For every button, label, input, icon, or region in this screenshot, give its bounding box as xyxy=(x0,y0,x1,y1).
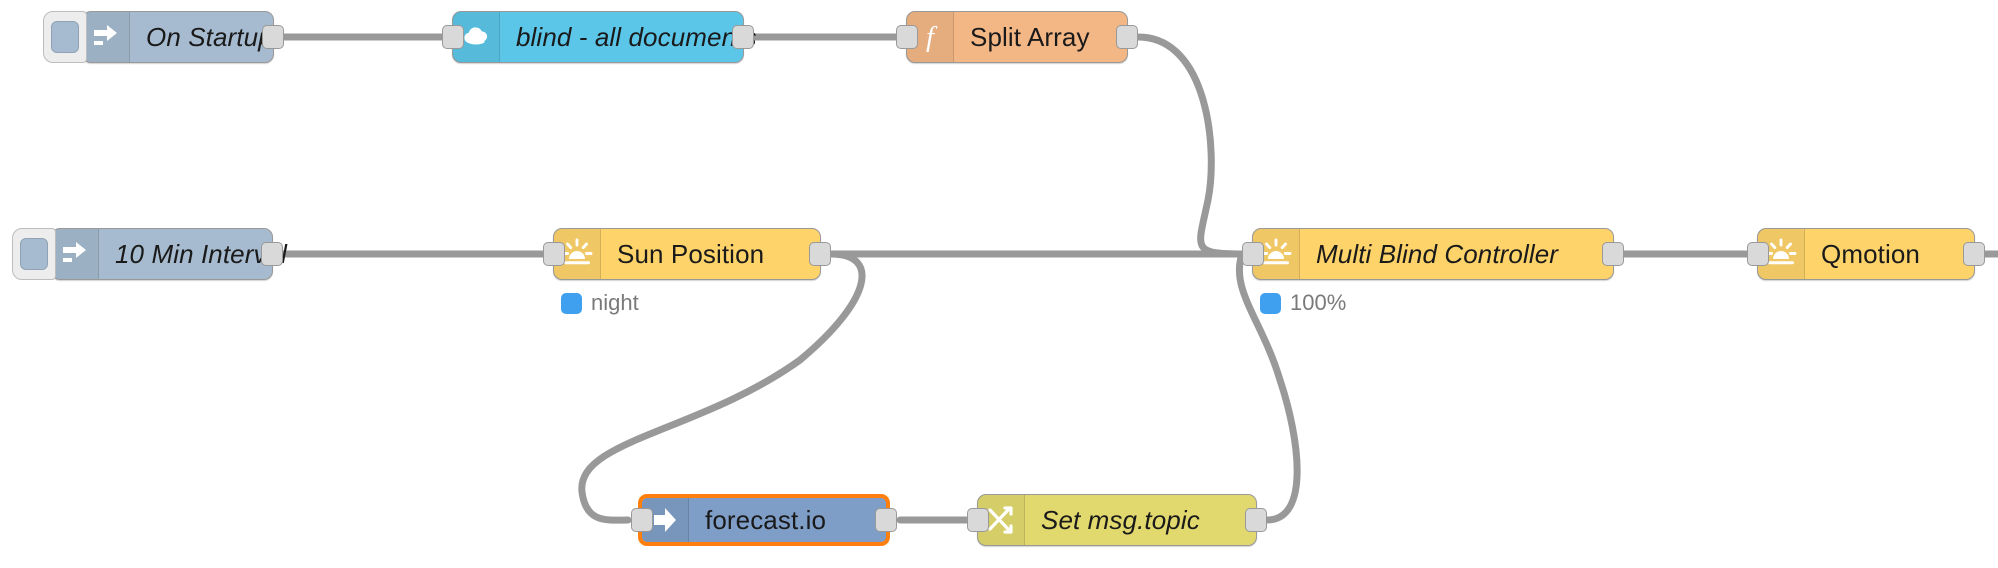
node-label-ten-min-interval: 10 Min Interval xyxy=(115,238,288,269)
node-label-qmotion: Qmotion xyxy=(1821,238,1920,269)
input-port-split-array[interactable] xyxy=(896,25,918,49)
node-label-split-array: Split Array xyxy=(970,21,1090,52)
node-label-multi-blind-controller: Multi Blind Controller xyxy=(1316,238,1559,269)
node-label-blind-all-documents: blind - all documents xyxy=(516,21,757,52)
node-blind-all-documents[interactable]: blind - all documents xyxy=(442,11,756,63)
output-port-forecast-io[interactable] xyxy=(875,508,897,532)
status-badge-multi-blind-controller: 100% xyxy=(1260,290,1346,316)
input-port-qmotion[interactable] xyxy=(1747,242,1769,266)
output-port-split-array[interactable] xyxy=(1116,25,1138,49)
output-port-sun-position[interactable] xyxy=(809,242,831,266)
inject-button-on-startup[interactable] xyxy=(43,11,87,63)
status-dot-icon xyxy=(561,292,582,314)
status-text: 100% xyxy=(1290,290,1347,315)
arrow-right-icon xyxy=(83,12,130,62)
node-set-msg-topic[interactable]: Set msg.topic xyxy=(967,494,1267,546)
arrow-right-icon xyxy=(52,229,99,279)
input-port-multi-blind-controller[interactable] xyxy=(1242,242,1264,266)
output-port-qmotion[interactable] xyxy=(1963,242,1985,266)
status-text: night xyxy=(591,290,639,315)
output-port-ten-min-interval[interactable] xyxy=(261,242,283,266)
node-forecast-io[interactable]: forecast.io xyxy=(631,494,897,546)
input-port-sun-position[interactable] xyxy=(543,242,565,266)
inject-button-knob xyxy=(20,238,48,270)
node-label-sun-position: Sun Position xyxy=(617,238,765,269)
output-port-on-startup[interactable] xyxy=(262,25,284,49)
node-multi-blind-controller[interactable]: Multi Blind Controller xyxy=(1242,228,1624,280)
inject-button-knob xyxy=(51,21,79,53)
wire-split-array-to-multi-blind-controller[interactable] xyxy=(1134,33,1246,258)
svg-text:f: f xyxy=(926,21,938,53)
node-label-on-startup: On Startup xyxy=(146,21,273,52)
inject-button-ten-min-interval[interactable] xyxy=(12,228,56,280)
status-dot-icon xyxy=(1260,292,1281,314)
status-badge-sun-position: night xyxy=(561,290,639,316)
node-sun-position[interactable]: Sun Position xyxy=(543,228,831,280)
output-port-set-msg-topic[interactable] xyxy=(1245,508,1267,532)
output-port-blind-all-documents[interactable] xyxy=(732,25,754,49)
input-port-blind-all-documents[interactable] xyxy=(442,25,464,49)
node-label-forecast-io: forecast.io xyxy=(705,504,827,535)
swap-icon xyxy=(978,495,1025,545)
node-label-set-msg-topic: Set msg.topic xyxy=(1041,504,1200,535)
node-split-array[interactable]: f Split Array xyxy=(896,11,1138,63)
node-qmotion[interactable]: Qmotion xyxy=(1747,228,1985,280)
node-on-startup[interactable]: On Startup xyxy=(43,11,284,63)
node-ten-min-interval[interactable]: 10 Min Interval xyxy=(12,228,287,280)
input-port-forecast-io[interactable] xyxy=(631,508,653,532)
output-port-multi-blind-controller[interactable] xyxy=(1602,242,1624,266)
input-port-set-msg-topic[interactable] xyxy=(967,508,989,532)
